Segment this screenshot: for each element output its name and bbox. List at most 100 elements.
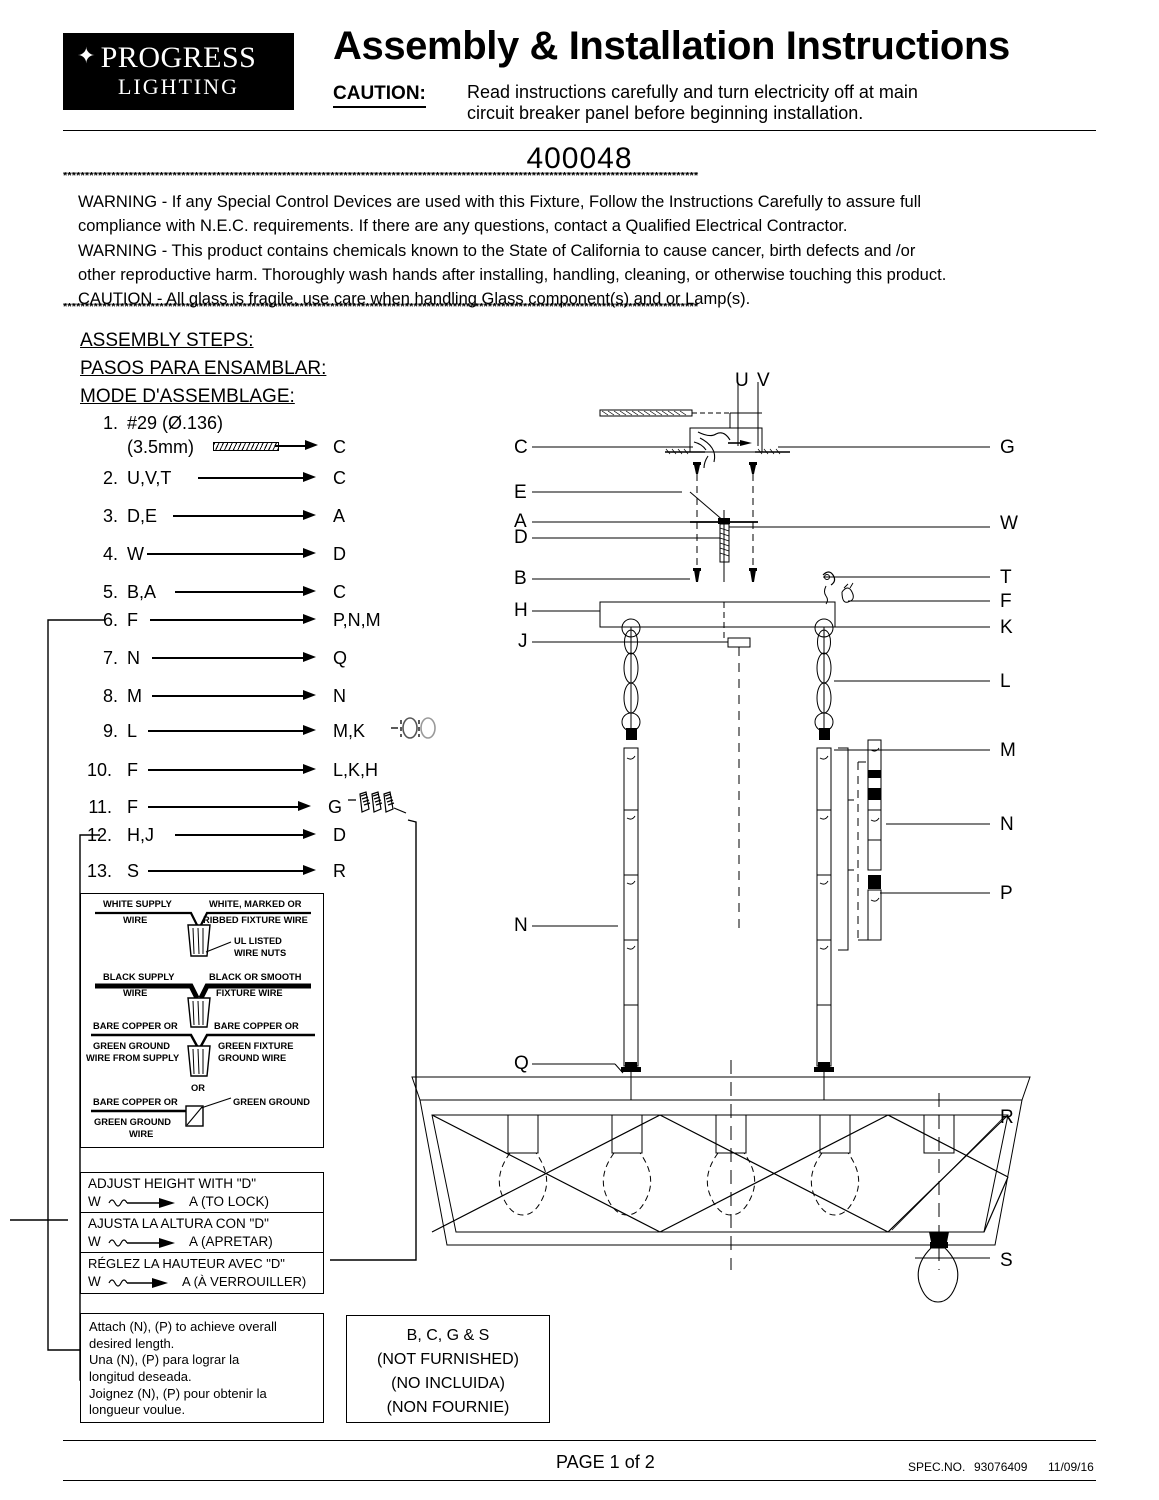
step-5-arrow (303, 586, 316, 596)
step-10-to: L,K,H (333, 760, 379, 780)
nf-line-2: (NOT FURNISHED) (377, 1351, 519, 1368)
step-5-to: C (333, 582, 346, 602)
step-6-to: P,N,M (333, 610, 381, 630)
warnings-block: WARNING - If any Special Control Devices… (78, 190, 1088, 311)
step-7-from: N (127, 648, 140, 668)
drawing-label-L: L (1000, 671, 1011, 692)
step-13-to: R (333, 861, 346, 881)
bare-left-label3: WIRE FROM SUPPLY (86, 1053, 180, 1063)
drawing-label-V: V (757, 370, 770, 391)
step-13-line (148, 870, 310, 872)
step-4-number: 4. (102, 544, 118, 564)
step-2-to: C (333, 468, 346, 488)
adjust-action-en: A (TO LOCK) (189, 1194, 270, 1209)
step-1-arrow (305, 440, 318, 450)
note-line-4: longitud deseada. (89, 1368, 192, 1384)
step-6-from: F (127, 610, 138, 630)
drawing-label-F: F (1000, 591, 1012, 612)
step-9-from: L (127, 721, 138, 741)
nf-line-1: B, C, G & S (406, 1327, 490, 1344)
step-9-number: 9. (102, 721, 118, 741)
step-9-line (148, 730, 310, 732)
spring-arrow-icon-en (108, 1198, 175, 1208)
green-ground-label: GREEN GROUND (233, 1097, 310, 1107)
drawing-label-P: P (1000, 883, 1013, 904)
step-5-line (175, 591, 310, 593)
step-12-arrow (303, 829, 316, 839)
drawing-label-S: S (1000, 1250, 1013, 1271)
drawing-label-J: J (518, 631, 528, 652)
step-7-line (152, 657, 310, 659)
drawing-label-R: R (1000, 1107, 1014, 1128)
step-12-to: D (333, 825, 346, 845)
step-10-line (148, 769, 310, 771)
step-1-number: 1. (102, 413, 118, 433)
bare-right-label3: GROUND WIRE (218, 1053, 287, 1063)
adjust-box-fr: RÉGLEZ LA HAUTEUR AVEC "D" W A (À VERROU… (80, 1252, 324, 1294)
step-11-arrow (298, 801, 311, 811)
adjust-box-es: AJUSTA LA ALTURA CON "D" W A (APRETAR) (80, 1212, 324, 1252)
bare-left-label: BARE COPPER OR (93, 1021, 178, 1031)
nf-line-3: (NO INCLUIDA) (391, 1375, 505, 1392)
screws-icon (348, 791, 407, 814)
step-2-from: U,V,T (127, 468, 172, 488)
note-lines: Attach (N), (P) to achieve overall desir… (89, 1319, 321, 1419)
step-7-number: 7. (102, 648, 118, 668)
note-line-3: Una (N), (P) para lograr la (89, 1352, 240, 1368)
note-line-5: Joignez (N), (P) pour obtenir la (89, 1385, 267, 1401)
caution-text: Read instructions carefully and turn ele… (467, 82, 1077, 123)
step-8-from: M (127, 686, 142, 706)
drawing-label-W: W (1000, 513, 1018, 534)
adjust-from-fr: W (88, 1274, 101, 1289)
adjust-bracket (10, 1219, 68, 1221)
bare-bottom-label: BARE COPPER OR (93, 1097, 178, 1107)
warning-line-3: WARNING - This product contains chemical… (78, 241, 916, 260)
wiring-illustration (91, 911, 315, 1127)
step-4-arrow (303, 548, 316, 558)
drawing-label-G: G (1000, 437, 1015, 458)
logo-brand-name: PROGRESS (100, 41, 257, 75)
warning-line-5: CAUTION - All glass is fragile, use care… (78, 290, 751, 308)
step-10-from: F (127, 760, 138, 780)
step-12-line (175, 834, 310, 836)
step-11-to: G (328, 797, 343, 817)
or-label: OR (191, 1083, 205, 1093)
black-supply-label2: WIRE (123, 988, 148, 998)
star-rule-bottom: ****************************************… (63, 303, 699, 313)
step-8-number: 8. (102, 686, 118, 706)
step-1-to: C (333, 437, 346, 457)
length-note-box: Attach (N), (P) to achieve overall desir… (80, 1313, 324, 1423)
step-5-number: 5. (102, 582, 118, 602)
step-8-arrow (303, 690, 316, 700)
ul-listed-label2: WIRE NUTS (234, 948, 287, 958)
spec-label: SPEC.NO. (908, 1460, 966, 1474)
bare-left-label2: GREEN GROUND (93, 1041, 170, 1051)
drawing-label-C: C (514, 437, 528, 458)
drawing-label-T: T (1000, 567, 1012, 588)
step-13-from: S (127, 861, 140, 881)
step-11-number: 11. (88, 797, 112, 817)
fixture-assembly-drawing (411, 382, 1031, 1303)
page-number: PAGE 1 of 2 (556, 1452, 655, 1472)
step-12-from: H,J (127, 825, 154, 845)
step-8-to: N (333, 686, 346, 706)
note-line-1: Attach (N), (P) to achieve overall (89, 1319, 277, 1334)
footer-divider-top (63, 1440, 1096, 1441)
drawing-label-Q: Q (514, 1053, 529, 1074)
step-7-arrow (303, 652, 316, 662)
bare-right-label: BARE COPPER OR (214, 1021, 299, 1031)
white-supply-label: WHITE SUPPLY (103, 899, 172, 909)
step-2-line (198, 477, 310, 479)
note-line-2: desired length. (89, 1335, 175, 1351)
step-10-arrow (303, 764, 316, 774)
adjust-title-fr: RÉGLEZ LA HAUTEUR AVEC "D" (88, 1256, 285, 1271)
step-13-number: 13. (86, 861, 112, 881)
spring-arrow-icon-fr (108, 1278, 168, 1288)
assembly-heading-es: PASOS PARA ENSAMBLAR: (80, 358, 327, 379)
drawing-label-N-right: N (1000, 814, 1014, 835)
adjust-box-en: ADJUST HEIGHT WITH "D" W A (TO LOCK) (80, 1172, 324, 1212)
white-fixture-label: WHITE, MARKED OR (209, 899, 302, 909)
step-10-number: 10. (86, 760, 112, 780)
black-fixture-label: BLACK OR SMOOTH (209, 972, 302, 982)
